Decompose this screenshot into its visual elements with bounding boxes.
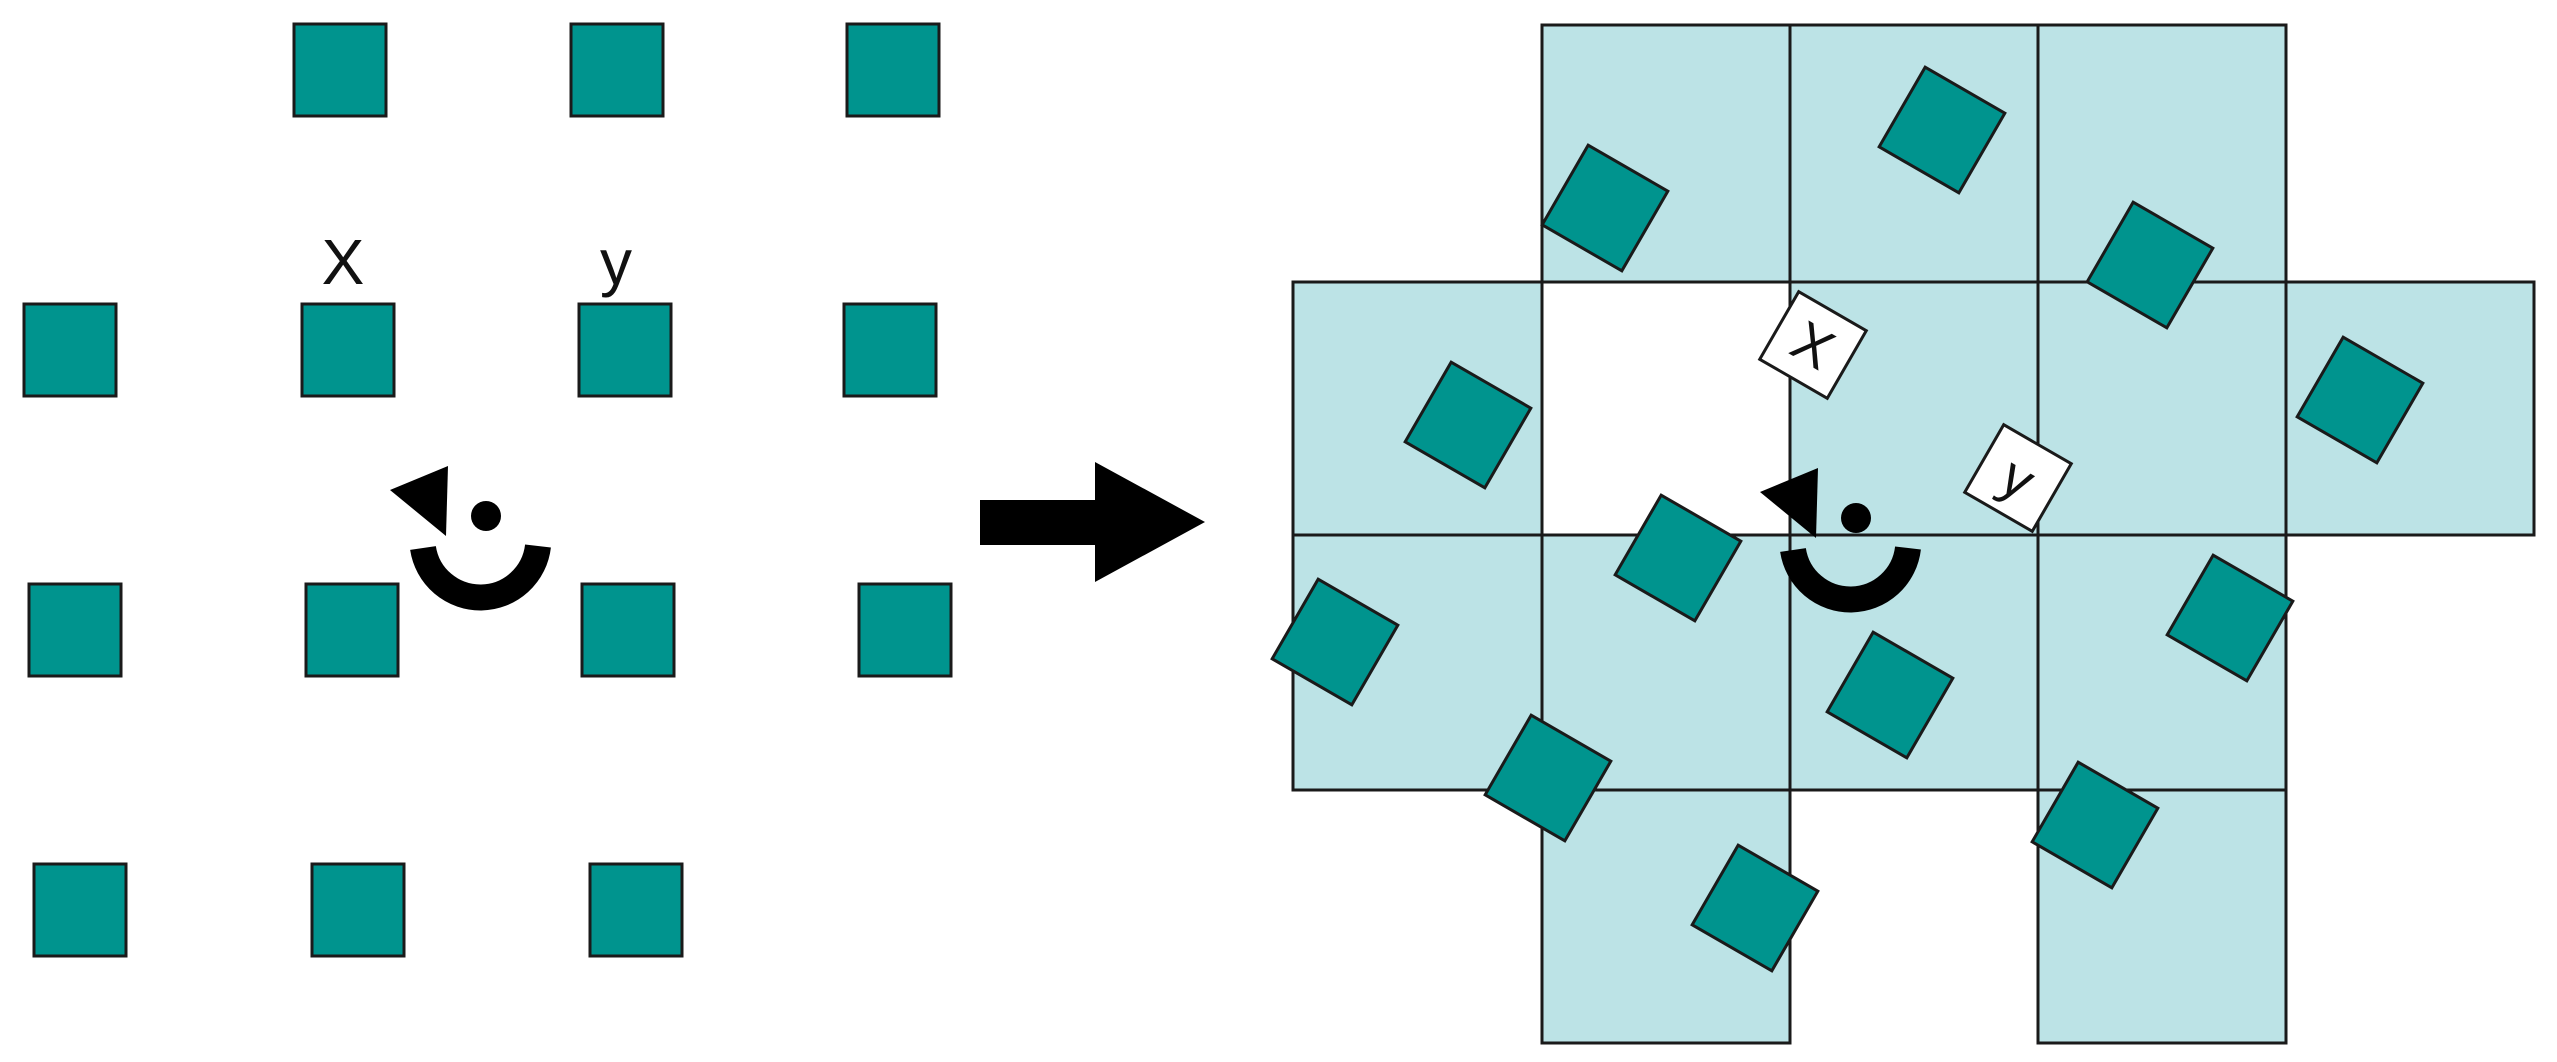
rotated-tile: [1403, 360, 1533, 490]
lattice-tile: [857, 582, 953, 678]
lattice-tile: [304, 582, 400, 678]
lattice-tile: [845, 22, 941, 118]
lattice-tile: [569, 22, 665, 118]
label-x: X: [322, 226, 365, 298]
rotated-tile: [1877, 65, 2007, 195]
rotated-tile: [2085, 200, 2215, 330]
rotate-counterclockwise-arrow-icon: [390, 466, 551, 611]
lattice-tile: [580, 582, 676, 678]
lattice-tile: [310, 862, 406, 958]
rotated-tile: [1690, 843, 1820, 973]
tile-y: y: [1962, 422, 2074, 534]
lattice-tile: [577, 302, 673, 398]
lattice-tile: [22, 302, 118, 398]
empty-cell: [1540, 280, 1792, 537]
rotated-tile: [1270, 577, 1400, 707]
rotated-tile: [2165, 553, 2295, 683]
rotated-tile: [1825, 630, 1955, 760]
rotated-tile: [1483, 713, 1613, 843]
rotated-tile: [1540, 143, 1670, 273]
lattice-tile: [32, 862, 128, 958]
lattice-cell: [2036, 23, 2288, 284]
lattice-tile: [300, 302, 396, 398]
rotated-lattice: Xy: [1270, 23, 2536, 1045]
rotated-tile: [1613, 493, 1743, 623]
right-arrow-icon: [980, 462, 1205, 582]
rotated-tile: [2030, 760, 2160, 890]
lattice-tile: [27, 582, 123, 678]
rotate-counterclockwise-arrow-icon: [1760, 468, 1921, 613]
tile-x: X: [1757, 289, 1869, 401]
lattice-tile: [292, 22, 388, 118]
rotated-tile: [2295, 335, 2425, 465]
lattice-tile: [588, 862, 684, 958]
label-y: y: [600, 226, 632, 298]
lattice-tile: [842, 302, 938, 398]
